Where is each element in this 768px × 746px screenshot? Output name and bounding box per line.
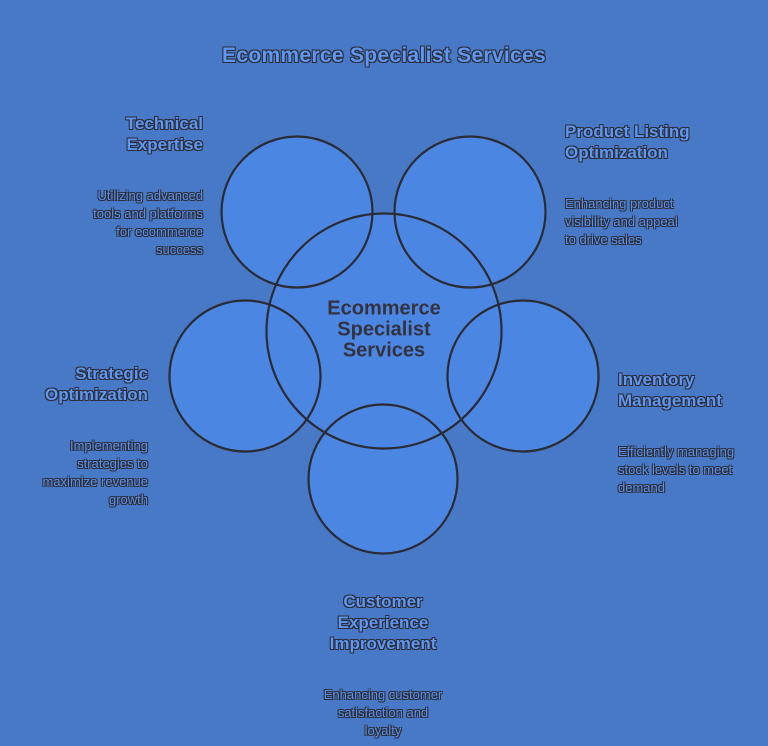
node-description: Implementing strategies to maximize reve… bbox=[42, 438, 149, 507]
node-description: Efficiently managing stock levels to mee… bbox=[618, 444, 735, 495]
circle-product-listing-optimization bbox=[394, 136, 546, 288]
node-heading: Technical Expertise bbox=[125, 114, 203, 154]
node-customer-experience-improvement: Customer Experience Improvement Enhancin… bbox=[324, 573, 443, 746]
node-heading: Product Listing Optimization bbox=[565, 122, 690, 162]
circle-strategic-optimization bbox=[169, 300, 321, 452]
center-circle-label: Ecommerce Specialist Services bbox=[327, 297, 441, 362]
node-heading: Customer Experience Improvement bbox=[329, 592, 437, 653]
node-description: Enhancing customer satisfaction and loya… bbox=[323, 687, 443, 738]
circle-technical-expertise-outline bbox=[220, 135, 374, 289]
node-inventory-management: Inventory Management Efficiently managin… bbox=[618, 351, 734, 515]
circle-inventory-management bbox=[447, 300, 599, 452]
circle-outlines bbox=[168, 135, 600, 555]
circle-inventory-management-outline bbox=[446, 299, 600, 453]
node-description: Utilizing advanced tools and platforms f… bbox=[93, 188, 203, 257]
circle-technical-expertise bbox=[221, 136, 373, 288]
circle-product-listing-optimization-outline bbox=[393, 135, 547, 289]
circle-strategic-optimization-outline bbox=[168, 299, 322, 453]
node-heading: Inventory Management bbox=[618, 370, 722, 410]
diagram-title: Ecommerce Specialist Services bbox=[222, 44, 546, 67]
circle-center-outline bbox=[265, 212, 503, 450]
circle-customer-experience-improvement-outline bbox=[307, 403, 459, 555]
node-heading: Strategic Optimization bbox=[45, 364, 148, 404]
circle-fills bbox=[169, 136, 599, 554]
node-strategic-optimization: Strategic Optimization Implementing stra… bbox=[43, 345, 149, 527]
node-technical-expertise: Technical Expertise Utilizing advanced t… bbox=[93, 95, 203, 277]
node-description: Enhancing product visibility and appeal … bbox=[565, 196, 678, 247]
node-product-listing-optimization: Product Listing Optimization Enhancing p… bbox=[565, 103, 690, 267]
